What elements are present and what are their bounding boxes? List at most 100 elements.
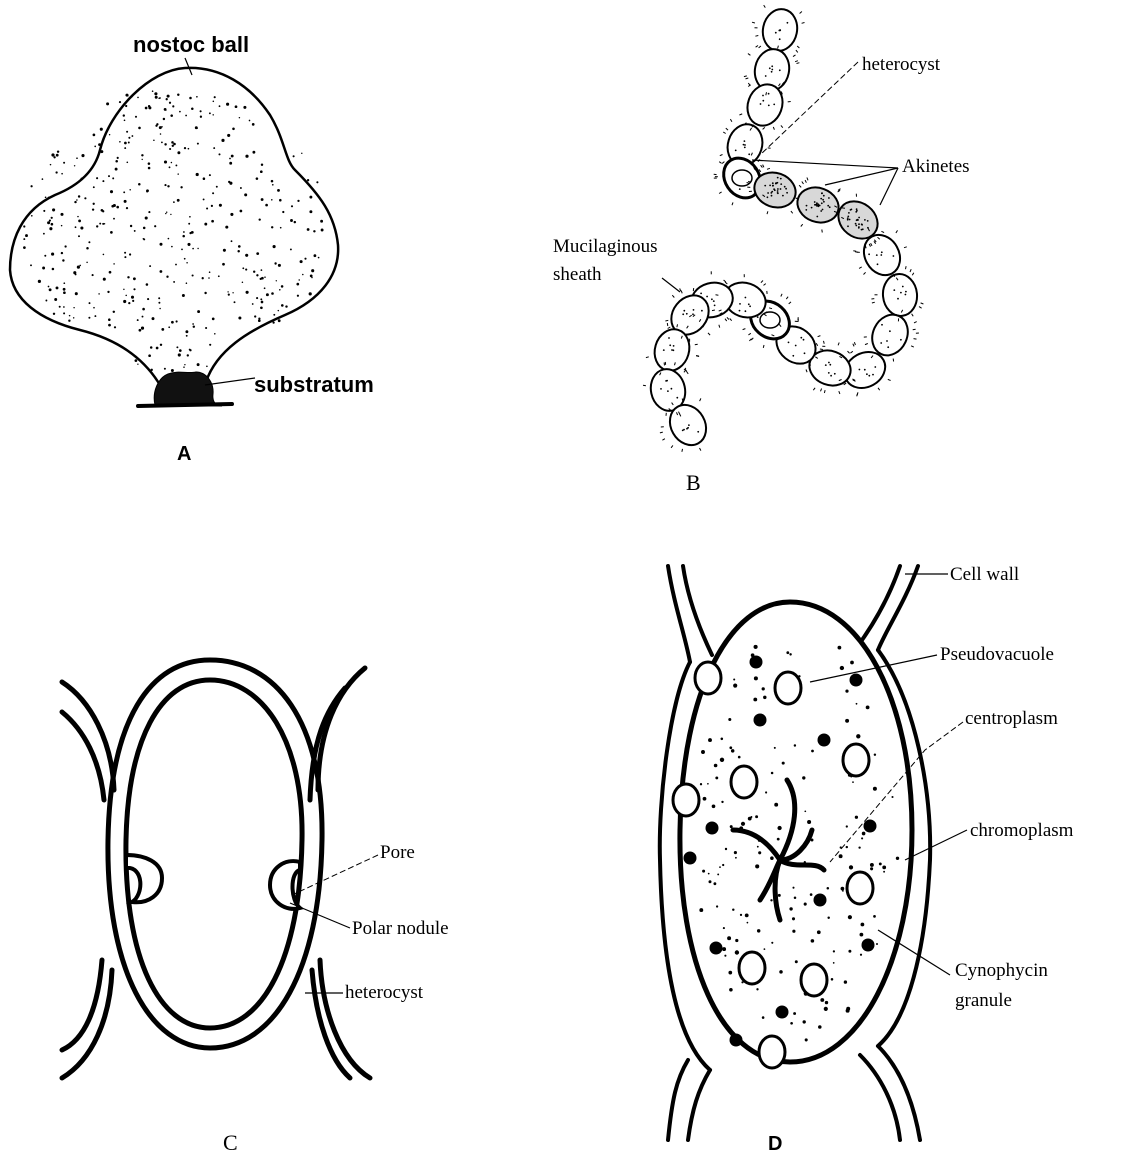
- stipple-dot: [52, 268, 55, 271]
- cell-dot: [829, 206, 831, 208]
- sheath-fuzz: [865, 344, 868, 345]
- cytoplasm-dot: [874, 753, 876, 755]
- stipple-dot: [68, 319, 70, 321]
- sheath-fuzz: [796, 50, 798, 52]
- cytoplasm-dot: [714, 764, 718, 768]
- cytoplasm-dot: [777, 826, 781, 830]
- stipple-dot: [158, 297, 160, 299]
- label-sheath-line1: Mucilaginous: [553, 236, 658, 257]
- cytoplasm-dot: [721, 801, 723, 803]
- sheath-fuzz: [781, 125, 783, 127]
- cytoplasm-dot: [811, 939, 815, 943]
- stipple-dot: [206, 207, 208, 209]
- stipple-dot: [129, 189, 131, 191]
- cell-dot: [872, 374, 874, 376]
- cytoplasm-dot: [848, 950, 851, 953]
- pseudovacuole-group: [673, 662, 873, 1068]
- cytoplasm-dot: [771, 942, 773, 944]
- stipple-dot: [218, 275, 220, 277]
- stipple-dot: [64, 245, 66, 247]
- stipple-dot: [176, 320, 178, 322]
- stipple-dot: [211, 220, 214, 223]
- cell-dot: [806, 205, 808, 207]
- label-substratum: substratum: [254, 372, 374, 397]
- cell-dot: [834, 373, 836, 375]
- stipple-dot: [271, 199, 273, 201]
- stipple-dot: [149, 265, 151, 267]
- stipple-dot: [177, 173, 178, 174]
- stipple-dot: [189, 232, 191, 234]
- stipple-dot: [128, 302, 130, 304]
- stipple-dot: [80, 177, 83, 180]
- cytoplasm-dot: [861, 923, 865, 927]
- cell-dot: [821, 202, 823, 204]
- cytoplasm-dot: [848, 915, 852, 919]
- cytoplasm-dot: [763, 696, 766, 699]
- sheath-fuzz: [848, 351, 850, 353]
- stipple-dot: [123, 114, 125, 116]
- cytoplasm-dot: [831, 978, 834, 981]
- stipple-dot: [291, 205, 293, 207]
- stipple-dot: [23, 246, 26, 249]
- stipple-dot: [31, 215, 33, 217]
- stipple-dot: [242, 267, 244, 269]
- stipple-dot: [177, 93, 179, 95]
- stipple-dot: [169, 102, 171, 104]
- cynophycin-granule: [750, 656, 763, 669]
- stipple-dot: [186, 262, 188, 264]
- pseudovacuole: [775, 672, 801, 704]
- sheath-fuzz: [763, 345, 764, 348]
- cell-dot: [775, 32, 777, 34]
- stipple-dot: [61, 173, 63, 175]
- stipple-dot: [145, 216, 148, 219]
- stipple-dot: [110, 231, 113, 234]
- sheath-fuzz: [864, 272, 866, 274]
- stipple-dot: [81, 154, 84, 157]
- cytoplasm-dot: [879, 862, 882, 865]
- stipple-dot: [290, 248, 292, 250]
- cytoplasm-dot: [757, 929, 760, 932]
- cell-dot: [772, 182, 774, 184]
- cell-dot: [828, 372, 830, 374]
- cell-dot: [792, 355, 794, 357]
- cell-dot: [874, 366, 876, 368]
- cell-dot: [811, 207, 813, 209]
- stipple-dot: [131, 296, 134, 299]
- cell-dot: [683, 429, 685, 431]
- stipple-dot: [77, 266, 80, 269]
- cynophycin-granule: [776, 1006, 789, 1019]
- cell-dot: [886, 340, 888, 342]
- stipple-dot: [186, 282, 188, 284]
- cell-dot: [821, 192, 823, 194]
- stipple-dot: [313, 230, 315, 232]
- stipple-dot: [296, 283, 299, 286]
- stipple-dot: [49, 288, 52, 291]
- cell-dot: [693, 309, 695, 311]
- stipple-dot: [113, 263, 115, 265]
- sheath-fuzz: [801, 224, 803, 226]
- stipple-dot: [100, 128, 103, 131]
- cytoplasm-dot: [720, 758, 724, 762]
- cell-dot: [745, 310, 747, 312]
- stipple-dot: [56, 286, 59, 289]
- stipple-dot: [182, 294, 185, 297]
- stipple-dot: [261, 164, 263, 166]
- sheath-fuzz: [838, 189, 841, 191]
- stipple-dot: [252, 303, 254, 305]
- cell-dot: [823, 201, 825, 203]
- cell-dot: [743, 144, 745, 146]
- label-cynophycin-line2: granule: [955, 990, 1012, 1011]
- cytoplasm-dot: [789, 907, 792, 910]
- stipple-dot: [197, 310, 200, 313]
- stipple-dot: [116, 206, 119, 209]
- cytoplasm-dot: [786, 651, 789, 654]
- stipple-dot: [98, 143, 101, 146]
- cytoplasm-dot: [728, 718, 731, 721]
- stipple-dot: [297, 200, 299, 202]
- stipple-dot: [193, 325, 195, 327]
- cell-dot: [663, 349, 665, 351]
- cytoplasm-dot: [838, 646, 842, 650]
- cell-dot: [818, 205, 820, 207]
- cytoplasm-dot: [824, 1007, 828, 1011]
- sheath-fuzz: [682, 399, 683, 402]
